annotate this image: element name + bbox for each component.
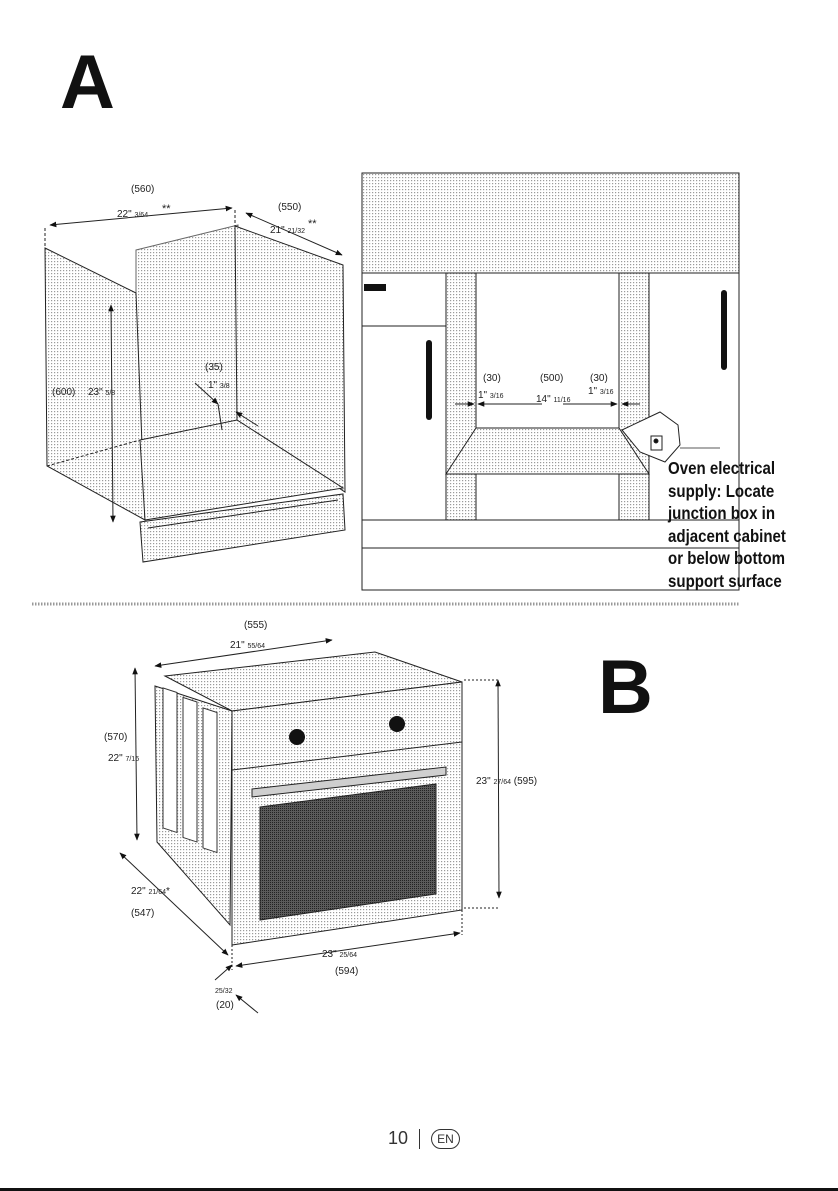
oven-height-side-mm: (570) — [104, 732, 128, 743]
oven-width-mm: (594) — [335, 966, 359, 977]
oven-panel-mm: (20) — [216, 1000, 234, 1011]
oven-depth-side-in: 22" 21/64* — [131, 886, 170, 897]
oven-height-side-in: 22" 7/16 — [108, 753, 140, 764]
oven-door-handle-icon — [251, 766, 447, 798]
page-number: 10 — [388, 1128, 409, 1148]
oven-depth-side-mm: (547) — [131, 908, 155, 919]
oven-depth-top-in: 21" 55/64 — [230, 640, 265, 651]
front-left-in: 1" 3/16 — [478, 390, 504, 401]
page-footer: 10 EN — [388, 1128, 460, 1150]
section-a-label: A — [60, 40, 115, 125]
front-center-mm: (500) — [540, 373, 564, 384]
cabinet-depth-mark: ** — [308, 218, 317, 230]
oven-window — [259, 783, 437, 921]
cabinet-drawing — [44, 205, 346, 563]
door-handle-left-icon — [426, 340, 432, 420]
oven-depth-top-mm: (555) — [244, 620, 268, 631]
bottom-rule — [0, 1188, 838, 1191]
note-line: adjacent cabinet — [668, 525, 786, 546]
front-center-in: 14" 11/16 — [536, 394, 571, 405]
electrical-supply-note: Oven electrical supply: Locate junction … — [668, 457, 819, 592]
language-badge: EN — [431, 1129, 460, 1150]
cabinet-depth-mm: (550) — [278, 202, 302, 213]
oven-panel-in: 25/32 — [215, 988, 233, 995]
oven-knob-right-icon — [389, 716, 405, 732]
cabinet-depth-in: 21" 21/32 — [270, 225, 305, 236]
cabinet-width-mark: ** — [162, 203, 171, 215]
kitchen-front-drawing — [361, 172, 740, 591]
footer-divider — [419, 1129, 421, 1150]
door-handle-right-icon — [721, 290, 727, 370]
drawer-handle-icon — [364, 284, 386, 291]
front-left-mm: (30) — [483, 373, 501, 384]
cabinet-width-in: 22" 3/64 — [117, 209, 149, 220]
cabinet-height-in: 23" 5/8 — [88, 387, 116, 398]
cabinet-height-mm: (600) — [52, 387, 76, 398]
note-line: junction box in — [668, 503, 776, 523]
section-b-label: B — [598, 645, 653, 730]
oven-height-front: 23" 27/64 (595) — [476, 776, 538, 787]
front-right-in: 1" 3/16 — [588, 386, 614, 397]
oven-knob-left-icon — [289, 729, 305, 745]
front-right-mm: (30) — [590, 373, 608, 384]
note-line: or below bottom — [668, 548, 786, 568]
cabinet-gap-mm: (35) — [205, 362, 223, 373]
note-line: support surface — [668, 570, 782, 591]
note-line: supply: Locate — [668, 480, 775, 501]
oven-width-in: 23" 25/64 — [322, 949, 357, 960]
cabinet-width-mm: (560) — [131, 184, 155, 195]
cabinet-gap-in: 1" 3/8 — [208, 380, 230, 391]
oven-drawing — [119, 638, 502, 1014]
note-line: Oven electrical — [668, 458, 776, 478]
